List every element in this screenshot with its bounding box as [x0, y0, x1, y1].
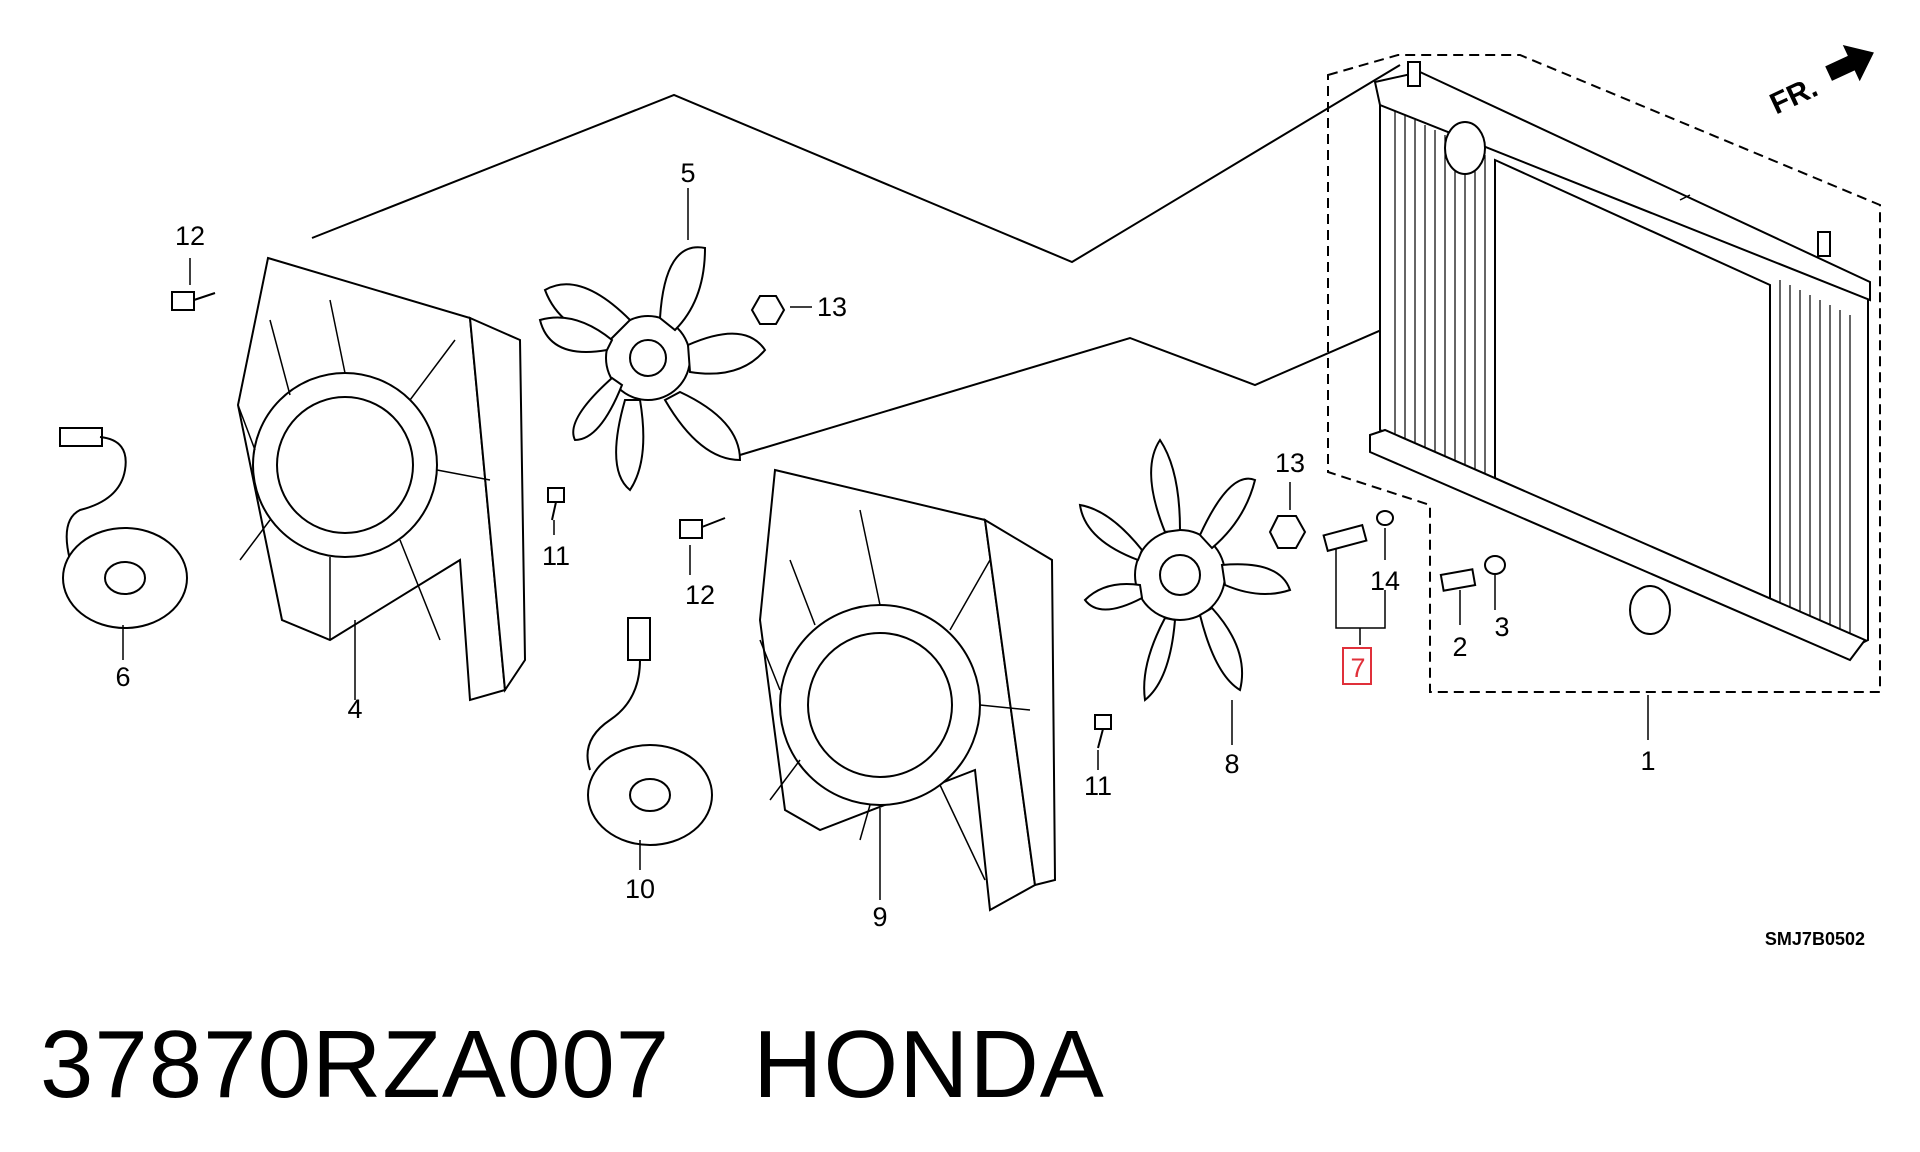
front-direction-indicator: FR. — [1765, 44, 1874, 121]
part-caption: 37870RZA007 HONDA — [40, 1010, 1105, 1120]
radiator — [1327, 54, 1881, 693]
callout-1: 1 — [1640, 746, 1655, 776]
callout-4: 4 — [347, 694, 362, 724]
callout-12-lower: 12 — [685, 580, 715, 610]
callout-13-lower: 13 — [1275, 448, 1305, 478]
callout-14: 14 — [1370, 566, 1400, 596]
callout-13-upper: 13 — [817, 292, 847, 322]
brand-name: HONDA — [753, 1011, 1105, 1118]
drain-plug-2 — [1439, 568, 1477, 592]
callout-7: 7 — [1350, 653, 1365, 683]
fan-motor-left — [59, 427, 188, 629]
washer-14 — [1376, 510, 1394, 526]
leader-lines — [122, 188, 1649, 900]
callout-5: 5 — [680, 158, 695, 188]
callout-11-upper: 11 — [542, 541, 570, 571]
callout-12-upper: 12 — [175, 221, 205, 251]
bolt-11-upper — [547, 487, 565, 521]
reference-code: SMJ7B0502 — [1765, 929, 1865, 949]
callout-8: 8 — [1224, 749, 1239, 779]
callout-9: 9 — [872, 902, 887, 932]
fan-upper — [538, 246, 767, 492]
callout-6: 6 — [115, 662, 130, 692]
bolt-11-lower — [1094, 714, 1112, 749]
bolt-12-lower — [679, 517, 726, 539]
callout-2: 2 — [1452, 632, 1467, 662]
bolt-12-upper — [171, 291, 216, 311]
fan-shroud-right — [758, 468, 1057, 912]
callout-3: 3 — [1494, 612, 1509, 642]
washer-3 — [1484, 555, 1506, 575]
sensor-7 — [1322, 523, 1368, 553]
nut-13-lower — [1268, 515, 1307, 549]
callout-11-lower: 11 — [1084, 771, 1112, 801]
fan-lower — [1078, 438, 1292, 702]
callout-10: 10 — [625, 874, 655, 904]
fr-label: FR. — [1765, 71, 1823, 121]
arrow-right-icon — [1825, 44, 1874, 82]
nut-13-upper — [750, 295, 786, 325]
fan-shroud-left — [236, 256, 527, 702]
part-number: 37870RZA007 — [40, 1011, 671, 1118]
fan-motor-lower — [586, 617, 713, 846]
callout-7-highlight — [1342, 647, 1372, 685]
